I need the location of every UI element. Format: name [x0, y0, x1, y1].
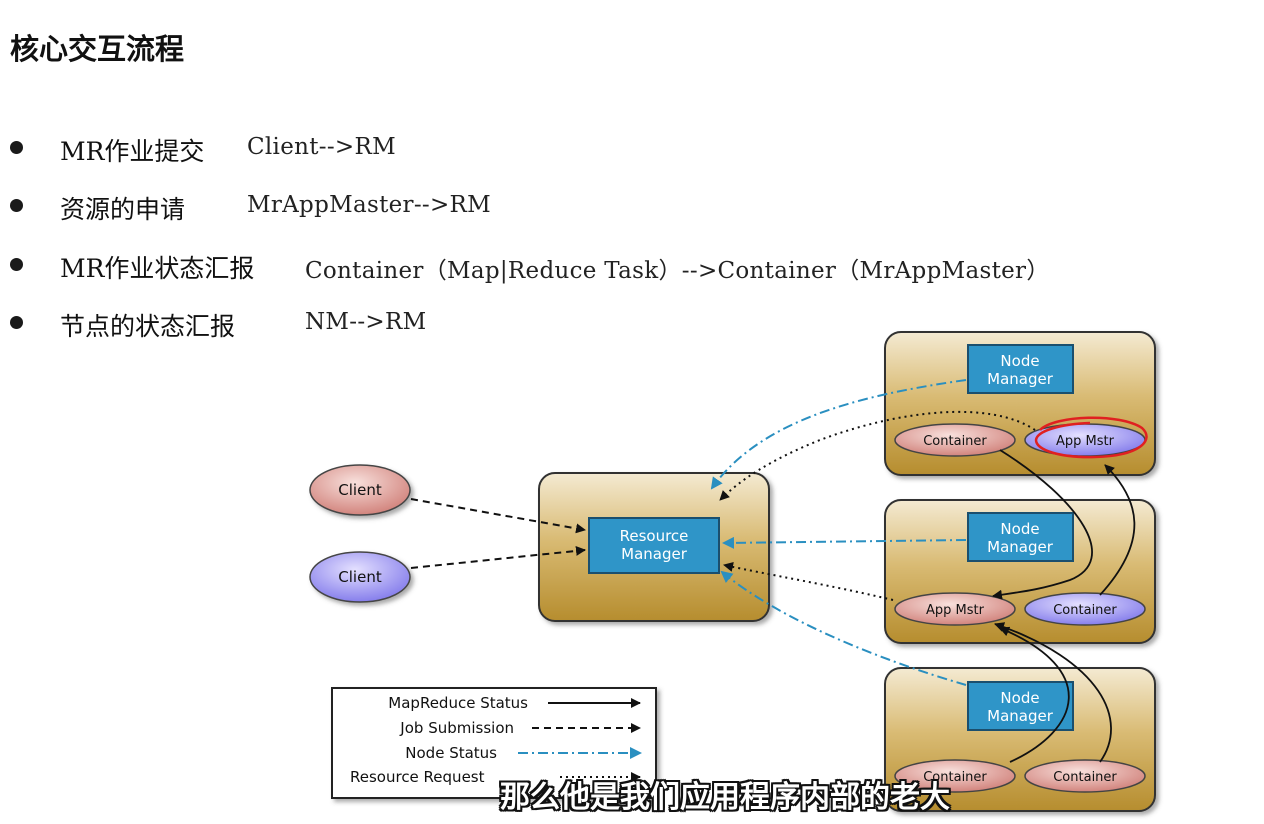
node-manager-label-line1: Node [1000, 520, 1039, 538]
node-status-arrow [722, 536, 967, 549]
container-node [894, 423, 1016, 457]
resource-manager-label-line2: Manager [621, 545, 688, 563]
node-3-right-label: Container [1053, 770, 1117, 785]
bullet-detail: Container（Map|Reduce Task）-->Container（M… [305, 258, 1050, 284]
resource-manager-label-line1: Resource [620, 527, 689, 545]
bullet-label: MR作业状态汇报 [60, 254, 255, 283]
page-title: 核心交互流程 [10, 32, 185, 66]
client-blue: Client [309, 551, 411, 603]
node-manager-box [967, 344, 1074, 394]
node-manager-label-line2: Manager [987, 538, 1054, 556]
bullet-dot [10, 316, 23, 329]
node-1-left-label: Container [923, 434, 987, 449]
job-submission-arrow [410, 545, 586, 569]
legend-label: Resource Request [350, 768, 485, 786]
node-status-arrow [710, 379, 967, 490]
legend-label: MapReduce Status [388, 694, 528, 712]
container-node [1024, 592, 1146, 626]
highlight-circle [1034, 416, 1148, 459]
bullet-detail: NM-->RM [305, 309, 427, 335]
node-2-right-label: Container [1053, 603, 1117, 618]
node-manager-box [967, 512, 1074, 562]
node-status-arrow [720, 570, 967, 686]
video-subtitle: 那么他是我们应用程序内部的老大 [500, 780, 950, 815]
node-manager-box [967, 681, 1074, 731]
bullet-dot [10, 258, 23, 271]
legend-label: Job Submission [399, 719, 514, 737]
client-red: Client [309, 464, 411, 516]
bullet-detail: MrAppMaster-->RM [247, 192, 491, 218]
node-panel-3: Node Manager Container Container [884, 667, 1156, 812]
client-2-label: Client [338, 568, 382, 586]
bullet-label: 节点的状态汇报 [60, 312, 236, 341]
node-manager-label-line1: Node [1000, 352, 1039, 370]
node-panel-2: Node Manager App Mstr Container [884, 499, 1156, 644]
app-master-node [894, 592, 1016, 626]
node-panel-1: Node Manager Container App Mstr [884, 331, 1156, 476]
resource-manager-box [588, 517, 720, 574]
node-manager-label-line2: Manager [987, 707, 1054, 725]
node-manager-label-line2: Manager [987, 370, 1054, 388]
job-submission-arrow [410, 498, 586, 534]
client-1-label: Client [338, 481, 382, 499]
node-2-left-label: App Mstr [926, 603, 985, 618]
mapreduce-status-arrow [999, 626, 1070, 763]
bullet-label: 资源的申请 [60, 195, 186, 224]
node-manager-label-line1: Node [1000, 689, 1039, 707]
resource-manager-panel: Resource Manager [538, 472, 770, 622]
container-node [894, 759, 1016, 793]
legend-label: Node Status [405, 744, 497, 762]
bullet-dot [10, 141, 23, 154]
legend: MapReduce Status Job Submission Node Sta… [331, 687, 657, 799]
bullet-label: MR作业提交 [60, 137, 205, 166]
container-node [1024, 759, 1146, 793]
mapreduce-status-arrow [992, 449, 1093, 600]
bullet-dot [10, 199, 23, 212]
node-1-right-label: App Mstr [1056, 434, 1115, 449]
mapreduce-status-arrow [994, 622, 1112, 763]
bullet-detail: Client-->RM [247, 134, 396, 160]
node-3-left-label: Container [923, 770, 987, 785]
mapreduce-status-arrow [1099, 464, 1136, 596]
